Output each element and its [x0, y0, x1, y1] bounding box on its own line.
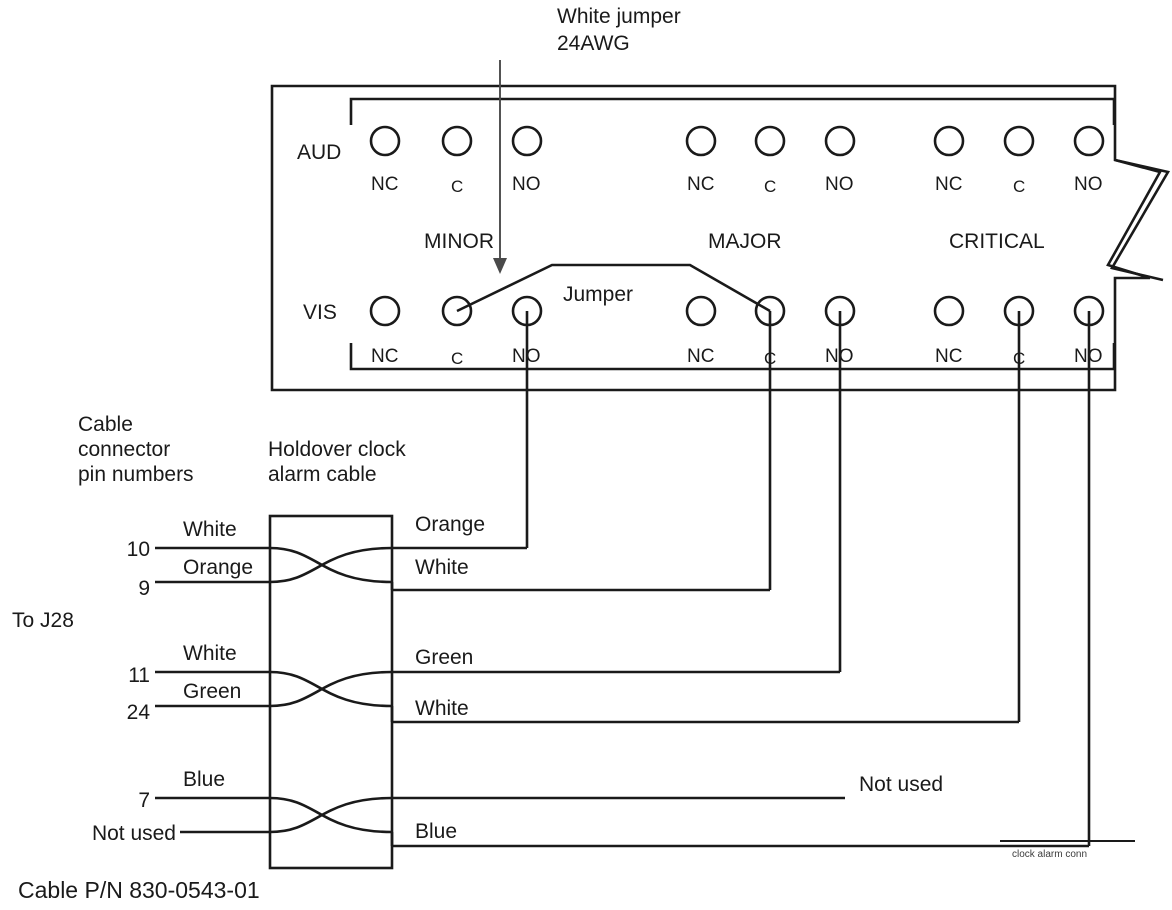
- group-label-minor: MINOR: [424, 230, 494, 253]
- pin-number-not-used: Not used: [92, 822, 176, 845]
- pin-stub-wires: [155, 546, 270, 834]
- wire-label-right-not-used: Not used: [859, 773, 943, 796]
- contact-label-vis-major-nc: NC: [687, 346, 714, 367]
- terminal-aud-major-no[interactable]: [824, 125, 856, 157]
- aud-terminal-row: [369, 125, 1105, 157]
- wire-label-left-10: White: [183, 518, 237, 541]
- terminal-aud-minor-c[interactable]: [441, 125, 473, 157]
- group-label-major: MAJOR: [708, 230, 782, 253]
- contact-label-aud-critical-nc: NC: [935, 174, 962, 195]
- terminal-aud-minor-no[interactable]: [511, 125, 543, 157]
- jumper-label: Jumper: [563, 283, 633, 306]
- twist-pair-3-a: [269, 796, 393, 834]
- row-label-aud: AUD: [297, 141, 341, 164]
- contact-label-aud-minor-c: C: [451, 177, 463, 196]
- wire-label-left-9: Orange: [183, 556, 253, 579]
- vis-terminal-row: [369, 295, 1105, 327]
- contact-label-vis-minor-no: NO: [512, 346, 541, 367]
- contact-label-vis-critical-nc: NC: [935, 346, 962, 367]
- contact-label-vis-major-c: C: [764, 349, 776, 368]
- pin-number-11: 11: [128, 664, 150, 687]
- contact-label-vis-minor-c: C: [451, 349, 463, 368]
- cable-note-line1: Holdover clock: [268, 438, 406, 461]
- contact-label-vis-major-no: NO: [825, 346, 854, 367]
- routed-wires: [390, 546, 1089, 848]
- wire-label-right-blue: Blue: [415, 820, 457, 843]
- contact-label-vis-critical-c: C: [1013, 349, 1025, 368]
- terminal-aud-critical-c[interactable]: [1003, 125, 1035, 157]
- wire-label-left-24: Green: [183, 680, 241, 703]
- twisted-pair-crossovers: [269, 546, 393, 834]
- terminal-aud-major-c[interactable]: [754, 125, 786, 157]
- contact-label-aud-minor-nc: NC: [371, 174, 398, 195]
- contact-label-vis-critical-no: NO: [1074, 346, 1103, 367]
- contact-label-aud-major-nc: NC: [687, 174, 714, 195]
- contact-label-aud-minor-no: NO: [512, 174, 541, 195]
- vis-bracket: [349, 343, 1116, 371]
- twist-pair-1-b: [269, 546, 393, 584]
- wire-label-right-white-1: White: [415, 556, 469, 579]
- pin-number-24: 24: [127, 701, 151, 724]
- cable-box: [268, 514, 394, 870]
- white-jumper-note-line2: 24AWG: [557, 32, 630, 55]
- terminal-vis-minor-nc[interactable]: [369, 295, 401, 327]
- pin-number-9: 9: [138, 577, 150, 600]
- contact-label-aud-major-c: C: [764, 177, 776, 196]
- to-connector-label: To J28: [12, 609, 74, 632]
- terminal-vis-major-nc[interactable]: [685, 295, 717, 327]
- twist-pair-1-a: [269, 546, 393, 584]
- corner-note: clock alarm conn: [1012, 849, 1087, 860]
- wire-label-right-orange: Orange: [415, 513, 485, 536]
- cable-note-line2: alarm cable: [268, 463, 377, 486]
- jumper-wire: [456, 263, 771, 313]
- terminal-drop-wires: [525, 311, 1091, 846]
- terminal-aud-critical-no[interactable]: [1073, 125, 1105, 157]
- twist-pair-3-b: [269, 796, 393, 834]
- aud-bracket: [349, 97, 1116, 125]
- wire-label-right-white-2: White: [415, 697, 469, 720]
- pin-note-line3: pin numbers: [78, 463, 194, 486]
- terminal-aud-major-nc[interactable]: [685, 125, 717, 157]
- row-label-vis: VIS: [303, 301, 337, 324]
- wire-label-left-11: White: [183, 642, 237, 665]
- break-symbol: [1109, 158, 1171, 282]
- group-label-critical: CRITICAL: [949, 230, 1045, 253]
- wire-label-left-7: Blue: [183, 768, 225, 791]
- contact-label-vis-minor-nc: NC: [371, 346, 398, 367]
- pin-number-10: 10: [127, 538, 150, 561]
- diagram-caption: Cable P/N 830-0543-01: [18, 877, 260, 903]
- contact-label-aud-major-no: NO: [825, 174, 854, 195]
- pin-note-line1: Cable: [78, 413, 133, 436]
- white-jumper-arrow: [493, 60, 507, 274]
- terminal-vis-critical-nc[interactable]: [933, 295, 965, 327]
- contact-label-aud-critical-no: NO: [1074, 174, 1103, 195]
- terminal-aud-minor-nc[interactable]: [369, 125, 401, 157]
- terminal-aud-critical-nc[interactable]: [933, 125, 965, 157]
- twist-pair-2-a: [269, 670, 393, 708]
- pin-number-7: 7: [138, 789, 150, 812]
- pin-note-line2: connector: [78, 438, 170, 461]
- contact-label-aud-critical-c: C: [1013, 177, 1025, 196]
- wire-label-right-green: Green: [415, 646, 473, 669]
- white-jumper-note-line1: White jumper: [557, 5, 681, 28]
- twist-pair-2-b: [269, 670, 393, 708]
